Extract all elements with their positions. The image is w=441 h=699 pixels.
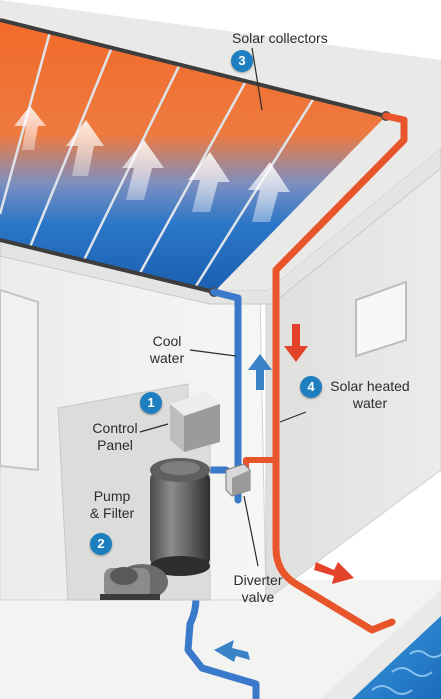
label-cool-water: Cool water <box>148 333 186 367</box>
label-diverter-valve-line-1: Diverter <box>233 572 283 588</box>
filter-tank <box>150 458 210 576</box>
label-control-panel-line-1: Control <box>92 420 138 436</box>
pool-pump <box>100 564 168 600</box>
label-solar-heated-water: Solar heated water <box>326 378 414 412</box>
diverter-valve <box>225 463 251 497</box>
label-cool-water-line-2: water <box>149 350 185 366</box>
label-solar-collectors-text: Solar collectors <box>232 30 328 46</box>
label-control-panel-line-2: Panel <box>97 437 133 453</box>
house-window <box>355 280 407 358</box>
hot-water-pipe <box>272 112 408 634</box>
collector-top-header <box>0 18 387 118</box>
arrow-left-icon <box>214 640 250 662</box>
arrow-right-icon <box>314 562 354 584</box>
badge-solar-heated-water: 4 <box>300 376 322 398</box>
collector-bottom-header <box>0 238 215 294</box>
label-diverter-valve-line-2: valve <box>241 589 275 605</box>
house-door <box>0 288 39 472</box>
label-diverter-valve: Diverter valve <box>228 572 288 606</box>
arrow-down-icon <box>284 324 308 362</box>
label-solar-heated-water-line-2: water <box>352 395 388 411</box>
arrow-up-icon <box>248 354 272 390</box>
label-pump-filter: Pump & Filter <box>84 488 140 522</box>
swimming-pool <box>320 590 441 699</box>
label-cool-water-line-1: Cool <box>152 333 182 349</box>
leader-lines <box>139 47 307 567</box>
control-panel-box <box>170 392 220 452</box>
label-solar-heated-water-line-1: Solar heated <box>330 378 410 394</box>
label-solar-collectors: Solar collectors <box>232 30 328 47</box>
badge-control-panel: 1 <box>140 392 162 414</box>
badge-pump-filter: 2 <box>90 533 112 555</box>
label-control-panel: Control Panel <box>88 420 142 454</box>
label-pump-filter-line-1: Pump <box>93 488 131 504</box>
label-pump-filter-line-2: & Filter <box>89 505 135 521</box>
badge-solar-collectors: 3 <box>231 50 253 72</box>
